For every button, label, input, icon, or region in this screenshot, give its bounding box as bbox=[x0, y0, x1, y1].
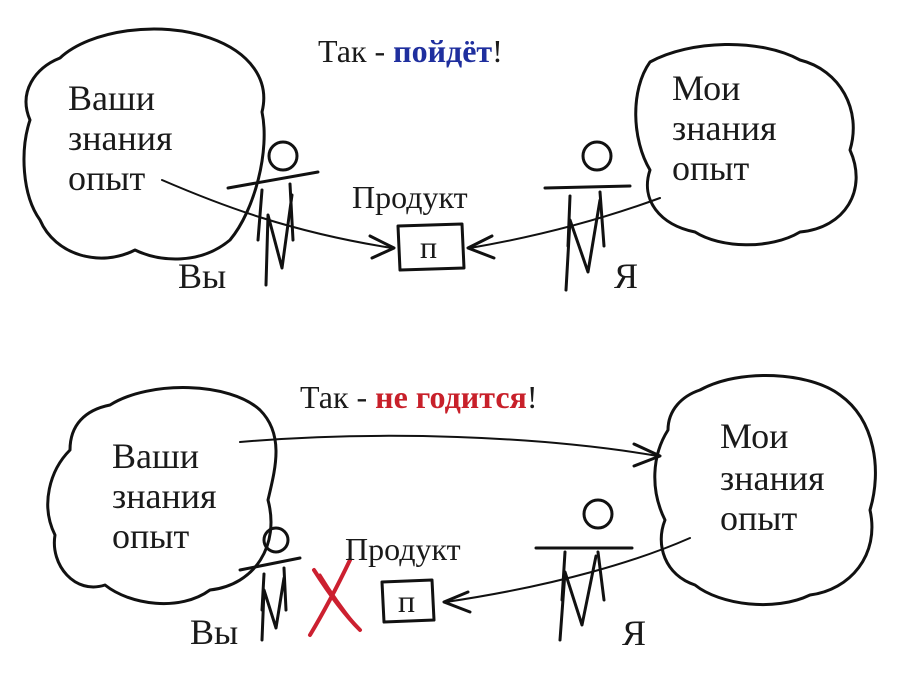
arrow-me-to-product-bad bbox=[445, 537, 691, 603]
left-cloud-line-1: Ваши bbox=[68, 78, 155, 118]
heading-good-accent: пойдёт bbox=[393, 33, 492, 69]
person-you-bad bbox=[238, 526, 302, 642]
product-box-letter-good: п bbox=[420, 229, 437, 265]
left-knowledge-cloud bbox=[22, 27, 266, 261]
right-knowledge-cloud bbox=[634, 42, 858, 247]
arrow-you-to-my-cloud bbox=[239, 434, 659, 457]
person-me-bad bbox=[534, 498, 634, 642]
left-cloud-line-2: знания bbox=[68, 118, 173, 158]
left-cloud-line-3: опыт bbox=[68, 158, 145, 198]
label-you-bad: Вы bbox=[190, 612, 238, 652]
product-label-good: Продукт bbox=[352, 179, 468, 215]
product-label-bad: Продукт bbox=[345, 531, 461, 567]
heading-bad: Так - не годится! bbox=[300, 379, 538, 415]
person-me bbox=[543, 140, 632, 292]
right-knowledge-cloud-bad bbox=[653, 373, 877, 607]
right-cloud-bad-line-3: опыт bbox=[720, 498, 797, 538]
label-you-good: Вы bbox=[178, 256, 226, 296]
product-box-good bbox=[396, 222, 466, 272]
arrow-you-to-product bbox=[161, 179, 393, 249]
right-cloud-bad-line-1: Мои bbox=[720, 416, 788, 456]
left-cloud-bad-line-1: Ваши bbox=[112, 436, 199, 476]
heading-good: Так - пойдёт! bbox=[318, 33, 503, 69]
heading-bad-accent: не годится bbox=[375, 379, 527, 415]
right-cloud-line-2: знания bbox=[672, 108, 777, 148]
left-cloud-bad-line-3: опыт bbox=[112, 516, 189, 556]
product-box-letter-bad: п bbox=[398, 583, 415, 619]
label-me-bad: Я bbox=[622, 613, 646, 653]
rejection-cross-icon bbox=[308, 558, 362, 637]
arrow-me-to-product bbox=[469, 197, 661, 249]
left-cloud-bad-line-2: знания bbox=[112, 476, 217, 516]
right-cloud-line-1: Мои bbox=[672, 68, 740, 108]
person-you bbox=[226, 140, 320, 287]
right-cloud-bad-line-2: знания bbox=[720, 458, 825, 498]
label-me-good: Я bbox=[614, 256, 638, 296]
product-box-bad bbox=[380, 578, 436, 624]
panel-good: Так - пойдёт! Ваши знания опыт Мои знани… bbox=[22, 27, 858, 296]
right-cloud-line-3: опыт bbox=[672, 148, 749, 188]
left-knowledge-cloud-bad bbox=[46, 386, 278, 606]
panel-bad: Так - не годится! Ваши знания опыт Мои з… bbox=[46, 373, 877, 653]
